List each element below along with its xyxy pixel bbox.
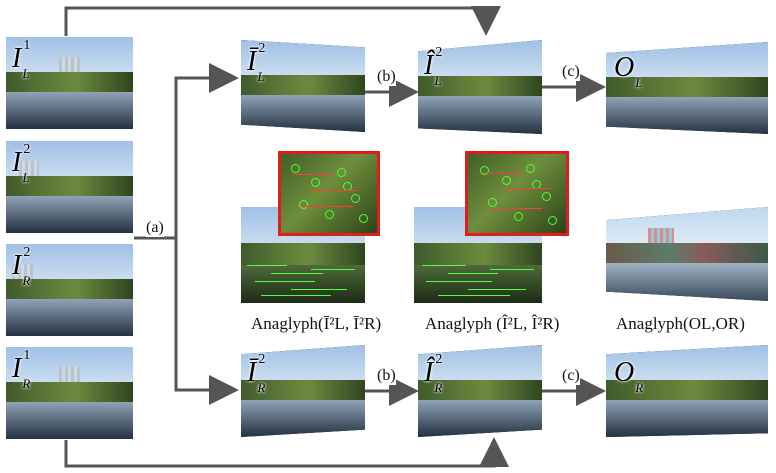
output-image-left: OL — [606, 42, 768, 134]
step-a-label: (a) — [146, 219, 164, 237]
zoom-inset-rectified — [278, 151, 380, 236]
branch-arrow-a — [134, 63, 239, 240]
step-b-label-top: (b) — [377, 68, 396, 86]
label-output-left: OL — [614, 52, 643, 90]
label-output-right: OR — [614, 357, 644, 395]
anaglyph-output — [606, 207, 768, 301]
zoom-inset-refined — [465, 151, 569, 236]
step-b-label-bottom: (b) — [377, 367, 396, 385]
step-c-label-bottom: (c) — [562, 367, 580, 385]
skip-arrow-bottom — [64, 437, 509, 468]
step-c-label-top: (c) — [562, 63, 580, 81]
skip-arrow-top — [64, 6, 501, 36]
caption-anaglyph-output: Anaglyph(OL,OR) — [616, 314, 745, 333]
caption-anaglyph-rectified: Anaglyph(Ī²L, Ī²R) — [251, 314, 382, 333]
output-image-right: OR — [606, 345, 768, 437]
caption-anaglyph-refined: Anaglyph (Î²L, Î²R) — [425, 314, 560, 333]
